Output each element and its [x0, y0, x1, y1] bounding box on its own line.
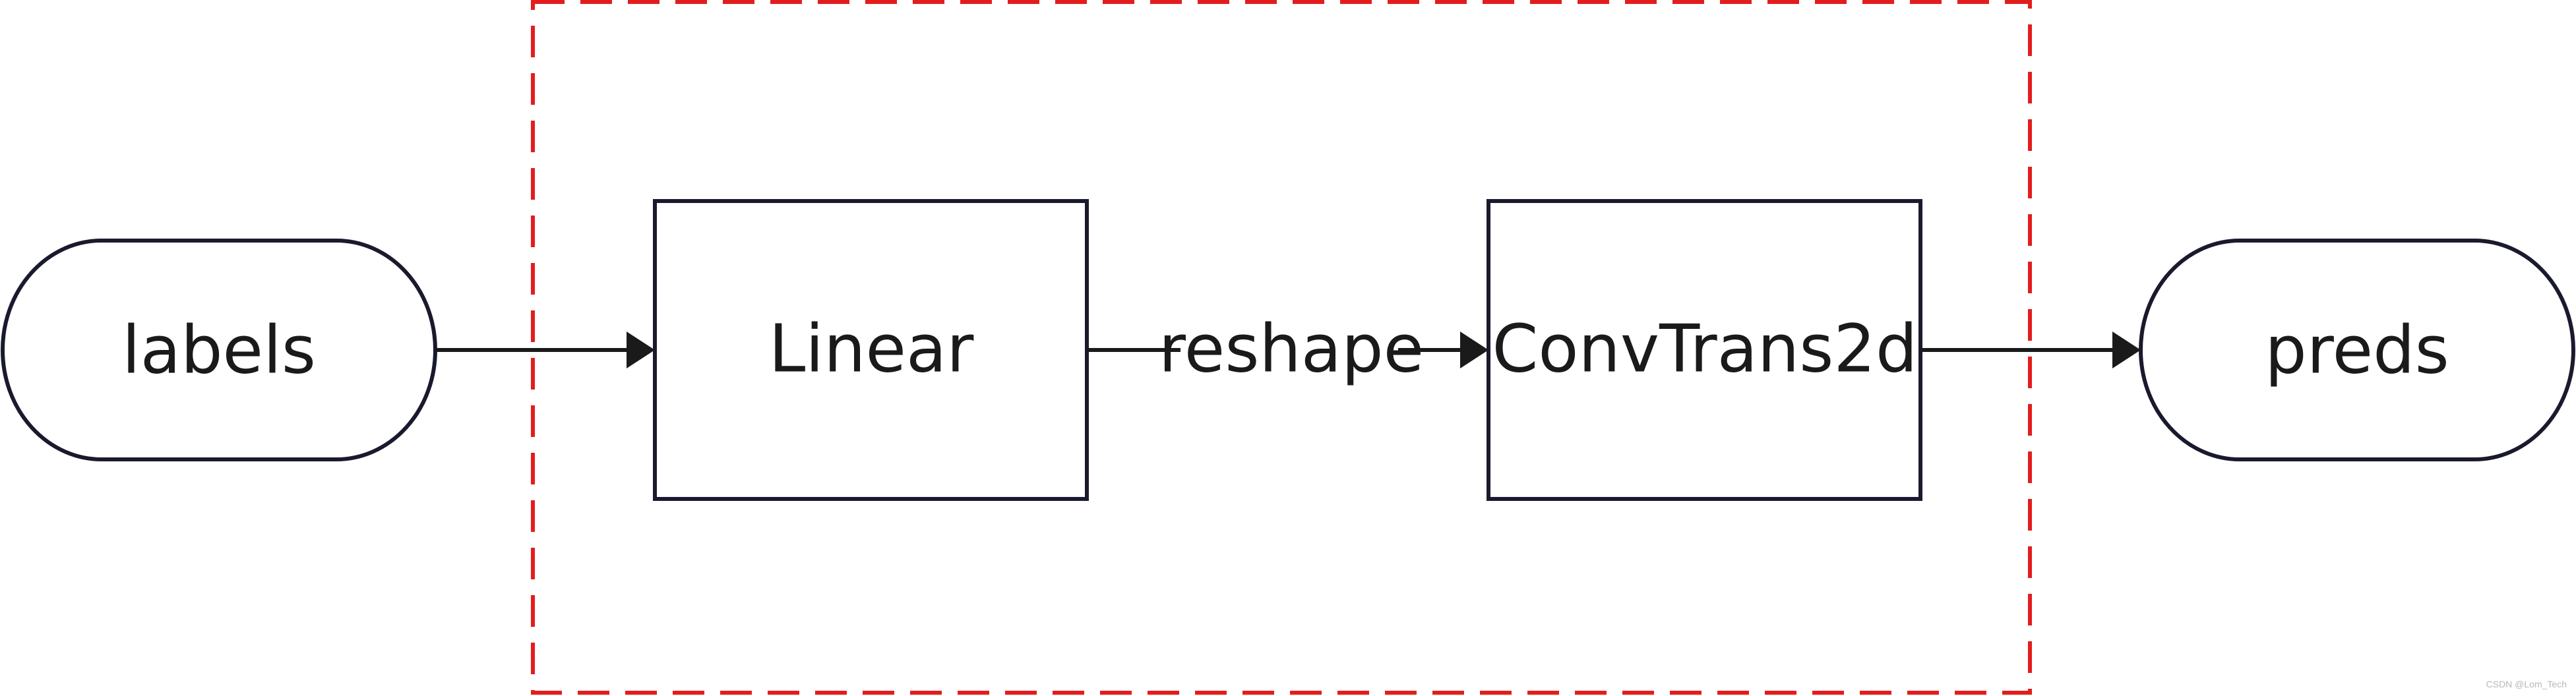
arrowhead-convtrans-to-preds — [2112, 332, 2141, 368]
linear-node — [653, 199, 1089, 501]
linear-node-text: Linear — [769, 310, 975, 387]
reshape-edge-label: reshape — [1159, 310, 1424, 387]
watermark: CSDN @Lom_Tech — [2486, 679, 2567, 689]
arrowhead-labels-to-linear — [627, 332, 655, 368]
preds-node — [2139, 239, 2575, 461]
convtrans-node-text: ConvTrans2d — [1492, 310, 1918, 387]
arrowhead-reshape-to-convtrans — [1460, 332, 1488, 368]
preds-node-text: preds — [2265, 311, 2449, 388]
labels-node-text: labels — [122, 311, 316, 388]
